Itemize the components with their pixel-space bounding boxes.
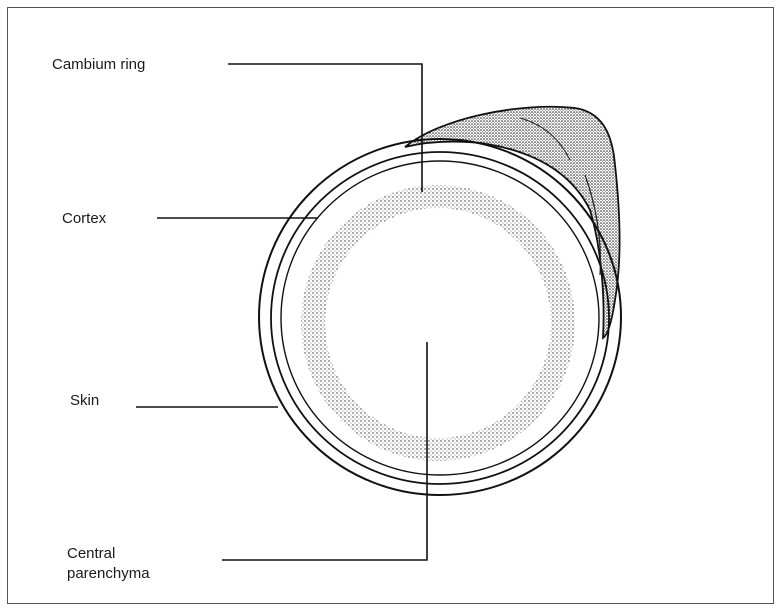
label-central-parenchyma: Central parenchyma: [67, 544, 150, 584]
label-central-parenchyma-line2: parenchyma: [67, 564, 150, 584]
label-skin: Skin: [70, 391, 99, 411]
label-cortex: Cortex: [62, 209, 106, 229]
label-central-parenchyma-line1: Central: [67, 544, 150, 564]
label-cambium-ring: Cambium ring: [52, 55, 145, 75]
